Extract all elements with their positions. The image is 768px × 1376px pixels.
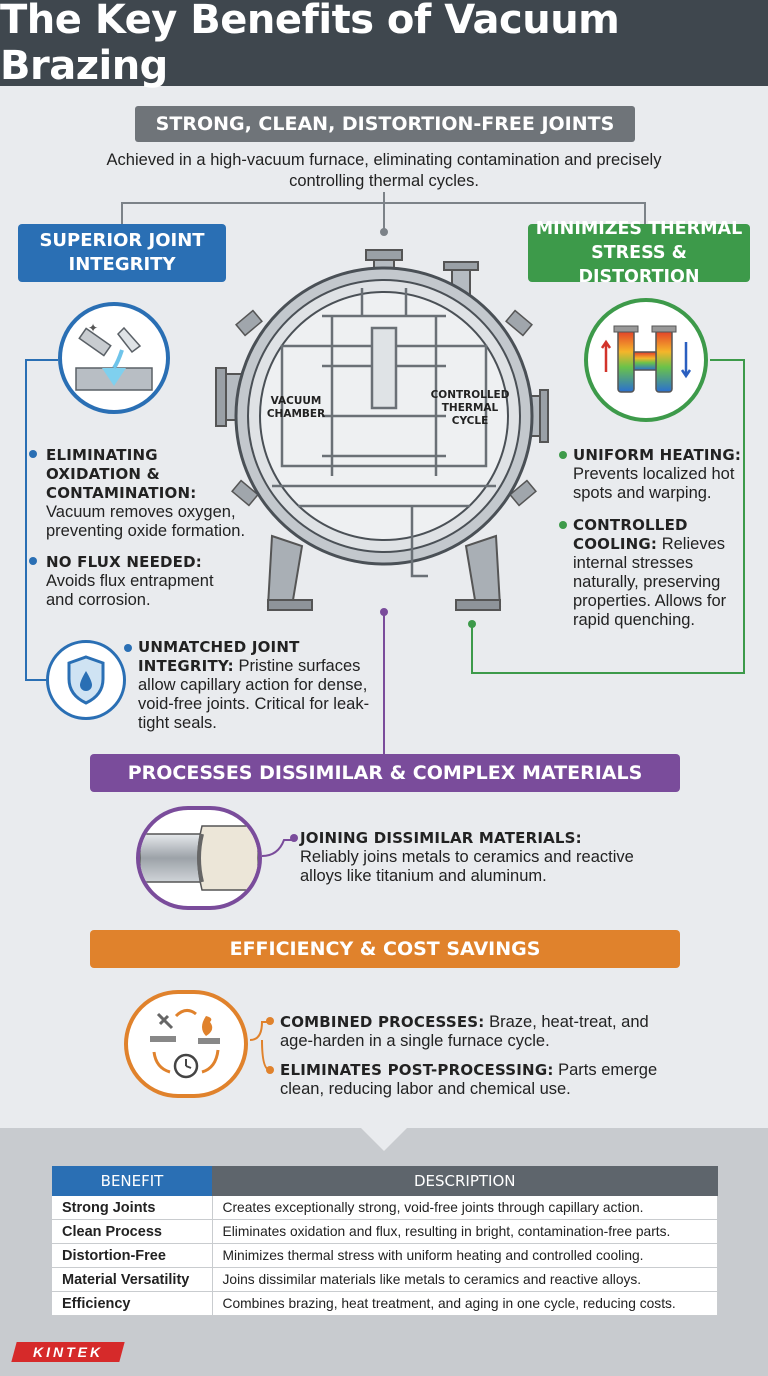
right-item-1-head: UNIFORM HEATING: (573, 446, 742, 464)
left-item-1-head: ELIMINATING OXIDATION & CONTAMINATION: (46, 446, 197, 502)
table-row: Distortion-Free Minimizes thermal stress… (52, 1243, 718, 1268)
combined-process-icon (124, 990, 248, 1098)
table-row: Clean Process Eliminates oxidation and f… (52, 1219, 718, 1244)
left-item-2-head: NO FLUX NEEDED: (46, 553, 202, 571)
dissimilar-materials-body: Reliably joins metals to ceramics and re… (300, 848, 634, 885)
left-item-1-body: Vacuum removes oxygen, preventing oxide … (46, 503, 246, 540)
right-item-2-head: CONTROLLED COOLING: (573, 516, 688, 553)
dissimilar-materials-icon (136, 806, 262, 910)
combined-processes-head: COMBINED PROCESSES: (280, 1013, 485, 1031)
right-item-2-body: Relieves internal stresses naturally, pr… (573, 535, 727, 629)
shield-icon (46, 640, 126, 720)
table-row: Efficiency Combines brazing, heat treatm… (52, 1291, 718, 1316)
page-title: The Key Benefits of Vacuum Brazing (0, 0, 620, 89)
minimizes-thermal-stress-banner: MINIMIZES THERMAL STRESS & DISTORTION (528, 219, 750, 287)
section-pointer (360, 1127, 408, 1151)
table-cell-description: Minimizes thermal stress with uniform he… (212, 1243, 718, 1268)
table-cell-description: Combines brazing, heat treatment, and ag… (212, 1291, 718, 1316)
table-cell-benefit: Clean Process (52, 1219, 213, 1244)
brazing-icon: ✦ (58, 302, 170, 414)
processes-dissimilar-banner: PROCESSES DISSIMILAR & COMPLEX MATERIALS (90, 754, 680, 792)
svg-text:✦: ✦ (88, 321, 98, 335)
left-item-2-body: Avoids flux entrapment and corrosion. (46, 572, 214, 609)
table-cell-benefit: Strong Joints (52, 1196, 213, 1220)
table-header-benefit: BENEFIT (52, 1166, 212, 1196)
left-item-2: NO FLUX NEEDED: Avoids flux entrapment a… (46, 553, 236, 610)
table-cell-benefit: Material Versatility (52, 1267, 213, 1292)
right-item-1: UNIFORM HEATING: Prevents localized hot … (573, 446, 753, 503)
table-row: Material Versatility Joins dissimilar ma… (52, 1267, 718, 1292)
table-cell-benefit: Efficiency (52, 1291, 213, 1316)
combined-processes-body: Braze, heat-treat, and age-harden in a s… (280, 1013, 649, 1050)
top-subtitle: Achieved in a high-vacuum furnace, elimi… (106, 151, 662, 190)
superior-joint-integrity-banner: SUPERIOR JOINT INTEGRITY (18, 224, 226, 282)
connector-lines (25, 192, 745, 1074)
top-banner: STRONG, CLEAN, DISTORTION-FREE JOINTS (135, 106, 635, 142)
table-header-row: BENEFIT DESCRIPTION (52, 1166, 718, 1196)
left-bottom-item: UNMATCHED JOINT INTEGRITY: Pristine surf… (138, 638, 378, 733)
page-header: The Key Benefits of Vacuum Brazing (0, 0, 768, 89)
kintek-logo: KINTEK (11, 1342, 125, 1362)
table-cell-description: Eliminates oxidation and flux, resulting… (212, 1219, 718, 1244)
eliminates-post-processing-item: ELIMINATES POST-PROCESSING: Parts emerge… (280, 1061, 660, 1099)
table-cell-description: Joins dissimilar materials like metals t… (212, 1267, 718, 1292)
right-item-2: CONTROLLED COOLING: Relieves internal st… (573, 516, 753, 630)
table-cell-description: Creates exceptionally strong, void-free … (212, 1196, 718, 1220)
eliminates-post-processing-body: Parts emerge clean, reducing labor and c… (280, 1061, 658, 1098)
left-item-1: ELIMINATING OXIDATION & CONTAMINATION: V… (46, 446, 256, 541)
combined-processes-item: COMBINED PROCESSES: Braze, heat-treat, a… (280, 1013, 680, 1051)
table-header-description: DESCRIPTION (212, 1166, 718, 1196)
table-row: Strong Joints Creates exceptionally stro… (52, 1196, 718, 1220)
benefits-table: BENEFIT DESCRIPTION Strong Joints Create… (52, 1166, 718, 1316)
right-item-1-body: Prevents localized hot spots and warping… (573, 465, 735, 502)
eliminates-post-processing-head: ELIMINATES POST-PROCESSING: (280, 1061, 554, 1079)
dissimilar-materials-head: JOINING DISSIMILAR MATERIALS: (300, 829, 582, 847)
dissimilar-materials-item: JOINING DISSIMILAR MATERIALS: Reliably j… (300, 829, 640, 886)
left-bottom-head: UNMATCHED JOINT INTEGRITY: (138, 638, 300, 675)
logo-text: KINTEK (32, 1344, 104, 1360)
thermal-gradient-icon (584, 298, 708, 422)
efficiency-banner: EFFICIENCY & COST SAVINGS (90, 930, 680, 968)
table-cell-benefit: Distortion-Free (52, 1243, 213, 1268)
left-bottom-body: Pristine surfaces allow capillary action… (138, 657, 370, 732)
